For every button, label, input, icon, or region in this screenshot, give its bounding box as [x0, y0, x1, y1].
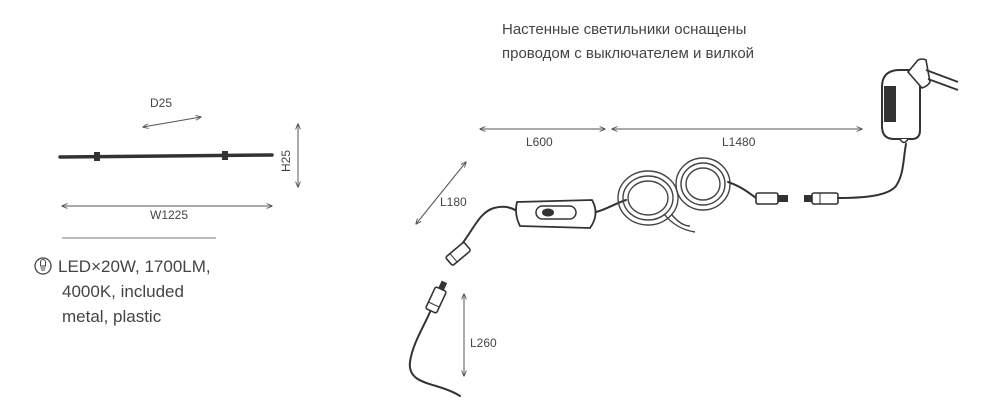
l260-label: L260	[470, 336, 497, 350]
cable-lead-bottom	[408, 311, 461, 397]
specs-block: LED×20W, 1700LM, 4000K, included metal, …	[34, 257, 211, 326]
spec-line-3: metal, plastic	[62, 307, 162, 326]
l1480-label: L1480	[722, 135, 756, 149]
lamp-mount-left	[94, 152, 100, 161]
inline-switch	[515, 199, 597, 229]
l180-label: L180	[440, 195, 467, 209]
title-line-1: Настенные светильники оснащены	[502, 21, 746, 38]
title-line-2: проводом с выключателем и вилкой	[502, 45, 754, 62]
height-label: H25	[279, 150, 293, 172]
spec-line-2: 4000K, included	[62, 282, 184, 301]
power-adapter	[881, 58, 959, 144]
cable-to-adapter	[837, 143, 907, 199]
connector-female	[445, 241, 471, 266]
spec-line-1: LED×20W, 1700LM,	[58, 257, 211, 276]
led-bulb-icon	[34, 257, 52, 275]
l180-dimension-line	[416, 162, 466, 224]
lamp-bar	[58, 153, 274, 159]
connector-male	[425, 280, 448, 314]
connector-pair	[755, 192, 839, 205]
depth-dimension-line	[143, 117, 201, 127]
cable-lead-top	[461, 205, 518, 245]
depth-label: D25	[150, 96, 172, 110]
cable-assembly: L600 L1480 L180 L260	[408, 58, 959, 397]
width-label: W1225	[150, 208, 188, 222]
cable-coil	[617, 157, 731, 233]
cable-coil-to-connector	[727, 181, 757, 199]
l600-label: L600	[526, 135, 553, 149]
lamp-mount-right	[222, 151, 228, 160]
lamp-fixture: D25 H25 W1225	[58, 96, 298, 239]
